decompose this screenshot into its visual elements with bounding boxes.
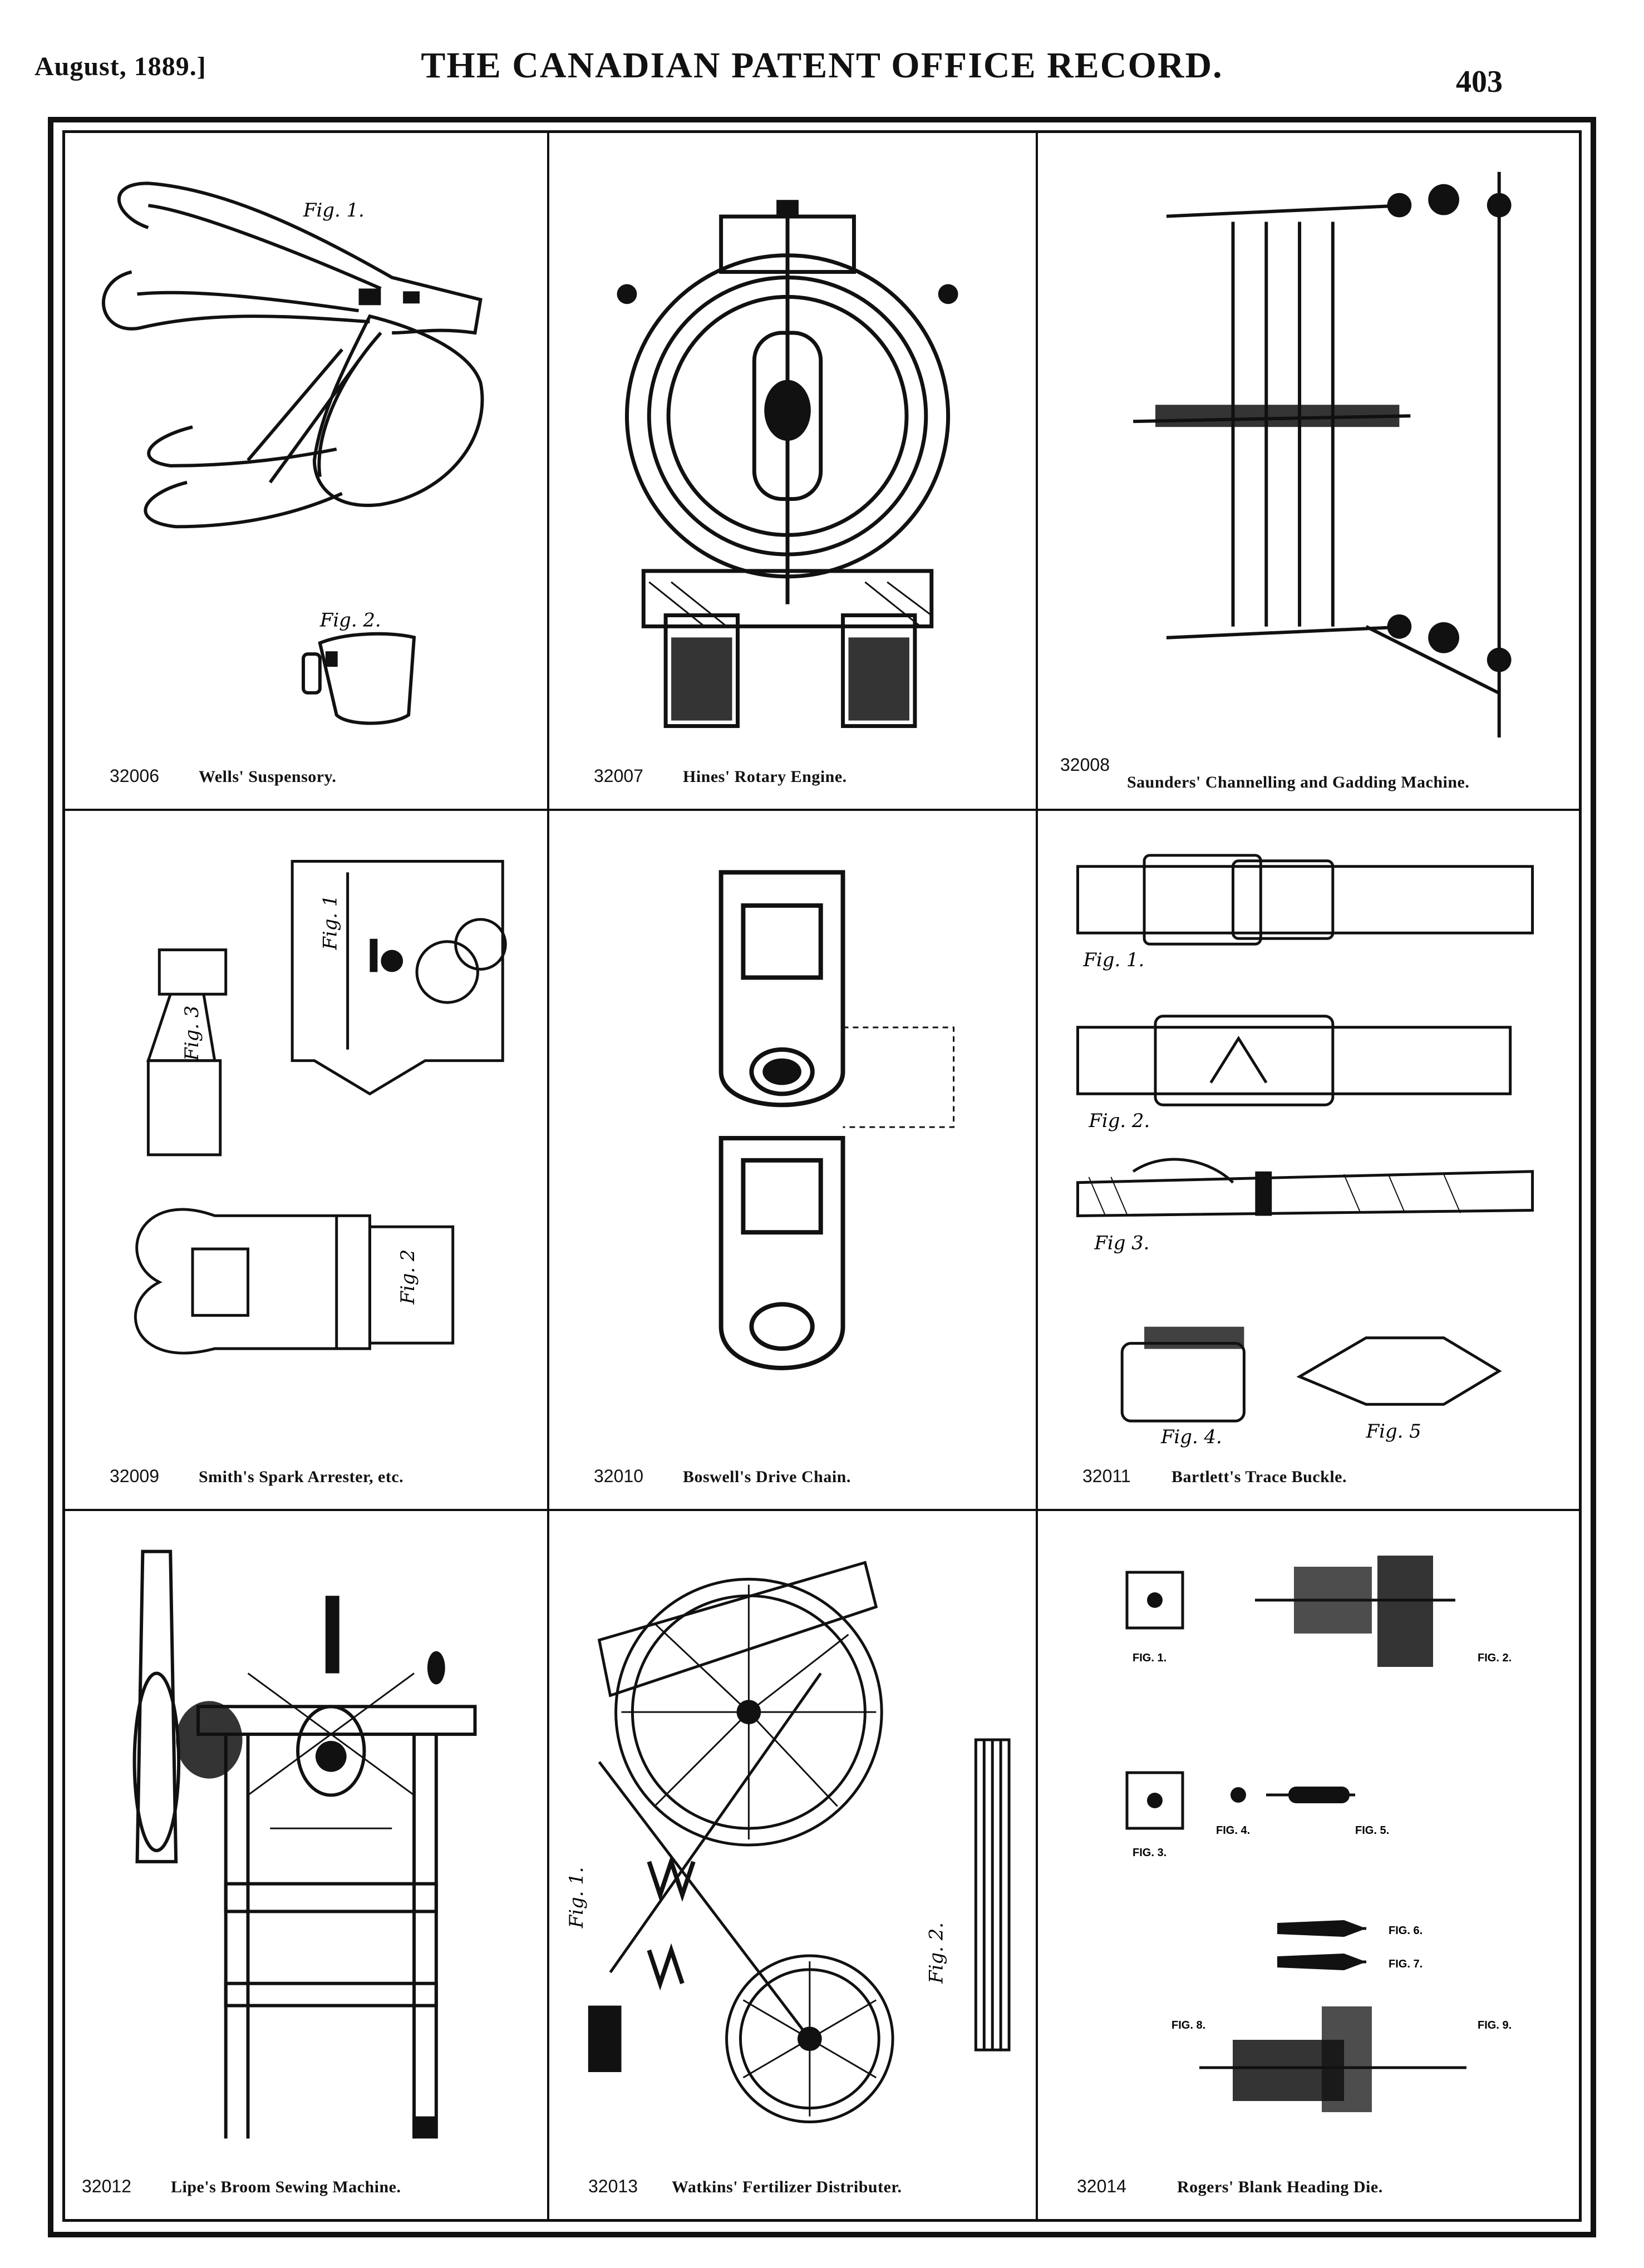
patent-cell-32010: 32010 Boswell's Drive Chain. [549, 811, 1038, 1511]
caption: 32013 Watkins' Fertilizer Distributer. [549, 2163, 1036, 2202]
trace-buckle-illustration: Fig. 1. Fig. 2. Fig 3. Fig. 4. Fig. 5 [1076, 854, 1534, 1448]
patent-number: 32011 [1082, 1466, 1131, 1486]
fig-2-label: Fig. 2. [926, 1922, 947, 1984]
patent-cell-32007: 32007 Hines' Rotary Engine. [549, 133, 1038, 811]
patent-number: 32007 [594, 766, 643, 786]
broom-sewing-machine-drawing [82, 1528, 530, 2158]
patent-title: Saunders' Channelling and Gadding Machin… [1127, 773, 1470, 791]
blank-heading-die-drawing: FIG. 1. FIG. 2. FIG. 3. FIG. 4. FIG. 5. … [1055, 1528, 1562, 2158]
caption: 32006 Wells' Suspensory. [65, 753, 547, 792]
fig-6-label: FIG. 6. [1389, 1925, 1422, 1937]
spark-arrester-drawing: Fig. 1 Fig. 2 Fig. 3 [82, 828, 530, 1448]
page-number: 403 [1456, 65, 1503, 99]
spark-arrester-illustration: Fig. 1 Fig. 2 Fig. 3 [134, 859, 507, 1355]
fig-1-label: Fig. 1. [566, 1867, 587, 1929]
patent-title: Boswell's Drive Chain. [683, 1468, 851, 1486]
patent-title: Smith's Spark Arrester, etc. [199, 1468, 404, 1486]
trace-buckle-drawing: Fig. 1. Fig. 2. Fig 3. Fig. 4. Fig. 5 [1055, 828, 1562, 1448]
rotary-engine-drawing [566, 150, 1019, 747]
issue-date: August, 1889.] [35, 52, 206, 81]
patent-title: Hines' Rotary Engine. [683, 768, 847, 786]
caption: 32010 Boswell's Drive Chain. [549, 1453, 1036, 1492]
patent-cell-32012: 32012 Lipe's Broom Sewing Machine. [65, 1511, 549, 2219]
fig-1-label: FIG. 1. [1133, 1652, 1166, 1664]
fertilizer-distributer-illustration: Fig. 1. Fig. 2. [566, 1561, 1011, 2124]
fig-5-label: Fig. 5 [1366, 1420, 1421, 1442]
wells-suspensory-drawing: Fig. 1. Fig. 2. [82, 150, 530, 747]
fig-2-label: FIG. 2. [1478, 1652, 1512, 1664]
drive-chain-drawing [566, 828, 1019, 1448]
rotary-engine-illustration [617, 200, 958, 729]
patent-number: 32006 [110, 766, 159, 786]
fig-2-label: Fig. 2 [397, 1249, 419, 1305]
outer-border [48, 117, 1596, 2237]
fertilizer-distributer-drawing: Fig. 1. Fig. 2. [566, 1528, 1019, 2158]
patent-cell-32006: Fig. 1. Fig. 2. 32006 Wells' Suspensory. [65, 133, 549, 811]
fig-3-label: Fig. 3 [181, 1006, 203, 1061]
patent-cell-32008: 32008 Saunders' Channelling and Gadding … [1038, 133, 1579, 811]
patent-number: 32012 [82, 2176, 131, 2196]
fig-4-label: Fig. 4. [1160, 1426, 1222, 1448]
caption: 32007 Hines' Rotary Engine. [549, 753, 1036, 792]
caption: 32014 Rogers' Blank Heading Die. [1038, 2163, 1579, 2202]
patent-plate-grid: Fig. 1. Fig. 2. 32006 Wells' Suspensory. [65, 133, 1579, 2219]
patent-number: 32013 [588, 2176, 638, 2196]
caption: 32009 Smith's Spark Arrester, etc. [65, 1453, 547, 1492]
patent-cell-32013: Fig. 1. Fig. 2. 32013 Watkins' Fertilize… [549, 1511, 1038, 2219]
fig-7-label: FIG. 7. [1389, 1958, 1422, 1970]
fig-2-label: Fig. 2. [319, 609, 381, 631]
patent-cell-32014: FIG. 1. FIG. 2. FIG. 3. FIG. 4. FIG. 5. … [1038, 1511, 1579, 2219]
blank-heading-die-illustration: FIG. 1. FIG. 2. FIG. 3. FIG. 4. FIG. 5. … [1125, 1556, 1512, 2112]
patent-title: Wells' Suspensory. [199, 768, 337, 786]
running-head: August, 1889.] THE CANADIAN PATENT OFFIC… [0, 0, 1644, 117]
patent-title: Bartlett's Trace Buckle. [1172, 1468, 1347, 1486]
patent-title: Lipe's Broom Sewing Machine. [171, 2178, 401, 2196]
inner-border [62, 130, 1582, 2222]
patent-cell-32011: Fig. 1. Fig. 2. Fig 3. Fig. 4. Fig. 5 32… [1038, 811, 1579, 1511]
fig-3-label: FIG. 3. [1133, 1847, 1166, 1859]
fig-9-label: FIG. 9. [1478, 2019, 1512, 2031]
patent-number: 32014 [1077, 2176, 1126, 2196]
suspensory-illustration: Fig. 1. Fig. 2. [102, 181, 484, 725]
patent-number: 32008 [1060, 755, 1110, 775]
patent-cell-32009: Fig. 1 Fig. 2 Fig. 3 32009 Smith's Spark… [65, 811, 549, 1511]
caption: 32012 Lipe's Broom Sewing Machine. [65, 2163, 547, 2202]
fig-5-label: FIG. 5. [1355, 1824, 1389, 1837]
patent-title: Rogers' Blank Heading Die. [1177, 2178, 1383, 2196]
drive-chain-illustration [718, 870, 955, 1370]
fig-4-label: FIG. 4. [1216, 1824, 1250, 1837]
caption: 32008 Saunders' Channelling and Gadding … [1038, 753, 1579, 792]
fig-2-label: Fig. 2. [1088, 1110, 1150, 1131]
fig-1-label: Fig. 1. [303, 199, 365, 221]
patent-number: 32009 [110, 1466, 159, 1486]
broom-sewing-machine-illustration [132, 1549, 477, 2139]
fig-3-label: Fig 3. [1094, 1232, 1149, 1253]
channelling-machine-illustration [1133, 171, 1512, 738]
caption: 32011 Bartlett's Trace Buckle. [1038, 1453, 1579, 1492]
publication-title: THE CANADIAN PATENT OFFICE RECORD. [421, 45, 1223, 86]
fig-1-label: Fig. 1. [1082, 949, 1144, 971]
fig-8-label: FIG. 8. [1172, 2019, 1205, 2031]
channelling-machine-drawing [1055, 150, 1562, 747]
patent-number: 32010 [594, 1466, 643, 1486]
fig-1-label: Fig. 1 [319, 895, 341, 951]
patent-title: Watkins' Fertilizer Distributer. [672, 2178, 902, 2196]
